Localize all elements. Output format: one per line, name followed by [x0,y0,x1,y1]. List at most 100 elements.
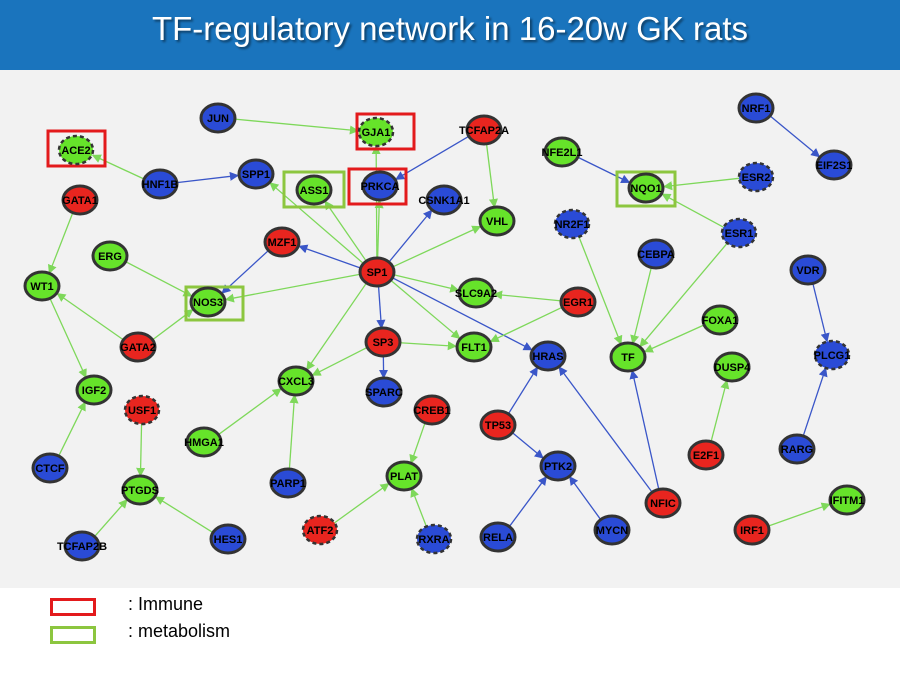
node-circle-sp3[interactable] [364,326,402,358]
node-wt1[interactable]: WT1 [23,270,61,302]
node-prkca[interactable]: PRKCA [360,170,400,202]
node-plat[interactable]: PLAT [385,460,423,492]
node-circle-nrf1[interactable] [737,92,775,124]
node-circle-atf2[interactable] [301,514,339,546]
node-gja1[interactable]: GJA1 [357,116,395,148]
node-eif2s1[interactable]: EIF2S1 [815,149,853,181]
node-circle-e2f1[interactable] [687,439,725,471]
node-hnf1b[interactable]: HNF1B [141,168,179,200]
node-jun[interactable]: JUN [199,102,237,134]
node-circle-nfic[interactable] [644,487,682,519]
node-gata2[interactable]: GATA2 [119,331,157,363]
node-circle-csnk1a1[interactable] [425,184,463,216]
node-csnk1a1[interactable]: CSNK1A1 [418,184,470,216]
node-nfe2l1[interactable]: NFE2L1 [542,136,583,168]
node-esr1[interactable]: ESR1 [720,217,758,249]
node-circle-ptk2[interactable] [539,450,577,482]
node-circle-mzf1[interactable] [263,226,301,258]
node-cxcl3[interactable]: CXCL3 [277,365,315,397]
node-nr2f1[interactable]: NR2F1 [553,208,591,240]
node-ptk2[interactable]: PTK2 [539,450,577,482]
node-circle-flt1[interactable] [455,331,493,363]
node-circle-prkca[interactable] [361,170,399,202]
node-circle-ace2[interactable] [57,134,95,166]
node-circle-nfe2l1[interactable] [543,136,581,168]
node-circle-tf[interactable] [609,341,647,373]
node-rxra[interactable]: RXRA [415,523,453,555]
node-rarg[interactable]: RARG [778,433,816,465]
node-esr2[interactable]: ESR2 [737,161,775,193]
node-e2f1[interactable]: E2F1 [687,439,725,471]
node-circle-rxra[interactable] [415,523,453,555]
node-nfic[interactable]: NFIC [644,487,682,519]
node-circle-creb1[interactable] [413,394,451,426]
node-hras[interactable]: HRAS [529,340,567,372]
node-circle-slc9a2[interactable] [457,277,495,309]
node-circle-tcfap2a[interactable] [465,114,503,146]
node-hmga1[interactable]: HMGA1 [184,426,224,458]
node-mycn[interactable]: MYCN [593,514,631,546]
node-circle-cxcl3[interactable] [277,365,315,397]
node-circle-igf2[interactable] [75,374,113,406]
node-circle-sp1[interactable] [358,256,396,288]
node-tp53[interactable]: TP53 [479,409,517,441]
node-egr1[interactable]: EGR1 [559,286,597,318]
node-nos3[interactable]: NOS3 [189,286,227,318]
node-circle-irf1[interactable] [733,514,771,546]
node-nrf1[interactable]: NRF1 [737,92,775,124]
node-mzf1[interactable]: MZF1 [263,226,301,258]
node-circle-vhl[interactable] [478,205,516,237]
node-circle-usf1[interactable] [123,394,161,426]
node-ptgds[interactable]: PTGDS [121,474,159,506]
node-slc9a2[interactable]: SLC9A2 [455,277,497,309]
node-circle-ass1[interactable] [295,174,333,206]
node-igf2[interactable]: IGF2 [75,374,113,406]
node-circle-eif2s1[interactable] [815,149,853,181]
node-tf[interactable]: TF [609,341,647,373]
node-foxa1[interactable]: FOXA1 [701,304,739,336]
node-circle-ctcf[interactable] [31,452,69,484]
node-circle-nr2f1[interactable] [553,208,591,240]
node-ace2[interactable]: ACE2 [57,134,95,166]
node-circle-esr2[interactable] [737,161,775,193]
node-flt1[interactable]: FLT1 [455,331,493,363]
node-parp1[interactable]: PARP1 [269,467,307,499]
node-circle-hnf1b[interactable] [141,168,179,200]
node-ctcf[interactable]: CTCF [31,452,69,484]
node-ass1[interactable]: ASS1 [295,174,333,206]
node-circle-dusp4[interactable] [713,351,751,383]
node-circle-hras[interactable] [529,340,567,372]
node-circle-ptgds[interactable] [121,474,159,506]
node-irf1[interactable]: IRF1 [733,514,771,546]
node-circle-egr1[interactable] [559,286,597,318]
node-circle-wt1[interactable] [23,270,61,302]
node-dusp4[interactable]: DUSP4 [713,351,752,383]
node-plcg1[interactable]: PLCG1 [813,339,851,371]
node-circle-hes1[interactable] [209,523,247,555]
node-circle-spp1[interactable] [237,158,275,190]
node-usf1[interactable]: USF1 [123,394,161,426]
node-circle-vdr[interactable] [789,254,827,286]
node-circle-nqo1[interactable] [627,172,665,204]
node-circle-jun[interactable] [199,102,237,134]
node-sp1[interactable]: SP1 [358,256,396,288]
node-nqo1[interactable]: NQO1 [627,172,665,204]
node-circle-hmga1[interactable] [185,426,223,458]
node-circle-esr1[interactable] [720,217,758,249]
node-erg[interactable]: ERG [91,240,129,272]
node-circle-foxa1[interactable] [701,304,739,336]
node-ifitm1[interactable]: IFITM1 [828,484,866,516]
node-circle-rarg[interactable] [778,433,816,465]
node-circle-sparc[interactable] [365,376,403,408]
node-circle-nos3[interactable] [189,286,227,318]
node-tcfap2a[interactable]: TCFAP2A [459,114,509,146]
node-circle-erg[interactable] [91,240,129,272]
node-circle-tp53[interactable] [479,409,517,441]
node-sparc[interactable]: SPARC [365,376,403,408]
node-circle-gata2[interactable] [119,331,157,363]
node-spp1[interactable]: SPP1 [237,158,275,190]
node-atf2[interactable]: ATF2 [301,514,339,546]
node-circle-rela[interactable] [479,521,517,553]
node-tcfap2b[interactable]: TCFAP2B [57,530,107,562]
node-circle-plcg1[interactable] [813,339,851,371]
